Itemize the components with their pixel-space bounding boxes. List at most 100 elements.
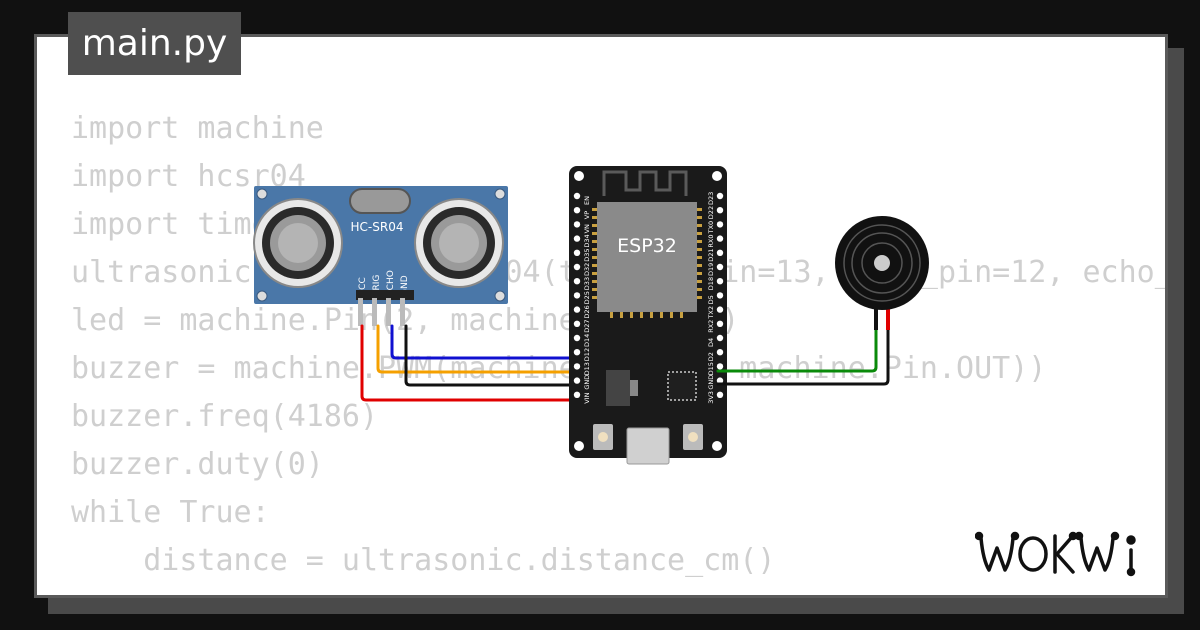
esp32-pin-label: D23 xyxy=(707,192,715,205)
code-line: distance = ultrasonic.distance_cm() xyxy=(71,543,776,578)
esp32-pin-left-d27[interactable] xyxy=(573,320,581,327)
esp32-pin-right-3v3[interactable] xyxy=(716,391,724,398)
esp32-pin-label: D34 xyxy=(583,234,591,247)
esp32-pin-label: D25 xyxy=(583,291,591,304)
mount-hole xyxy=(256,188,268,200)
buzzer-pin-positive xyxy=(886,304,890,330)
esp32-pin-label: EN xyxy=(583,196,591,205)
esp32-pin-label: VN xyxy=(583,224,591,233)
esp32-pin-right-rx2[interactable] xyxy=(716,320,724,327)
wire-echo[interactable] xyxy=(390,324,580,360)
esp32-pin-label: D19 xyxy=(707,263,715,276)
mount-hole xyxy=(494,188,506,200)
esp32-pin-label: D2 xyxy=(707,352,715,361)
sensor-pin-echo[interactable] xyxy=(386,298,391,326)
sensor-label: HC-SR04 xyxy=(351,220,404,234)
code-line: buzzer.duty(0) xyxy=(71,447,324,482)
esp32-pin-right-d4[interactable] xyxy=(716,334,724,342)
wokwi-logo xyxy=(975,531,1136,577)
esp32-pin-label: RX0 xyxy=(707,234,715,247)
pcb-antenna xyxy=(602,170,688,196)
board-label: ESP32 xyxy=(617,235,677,257)
esp32-pin-left-d34[interactable] xyxy=(573,235,581,242)
esp32-pin-right-tx0[interactable] xyxy=(716,221,724,228)
regulator-tab xyxy=(630,380,638,396)
mount-hole xyxy=(574,441,584,451)
esp32-board[interactable]: ESP32 ENVPVND34D35D32D33D25D26D27D14D12D… xyxy=(569,166,727,465)
sensor-pin-gnd[interactable] xyxy=(400,298,405,326)
esp32-left-pin-labels: ENVPVND34D35D32D33D25D26D27D14D12D13GNDV… xyxy=(573,192,591,404)
ultrasonic-sensor[interactable]: HC-SR04 VCC TRIG ECHO GND xyxy=(253,186,508,326)
esp32-pin-label: GND xyxy=(583,375,591,390)
usb-port xyxy=(626,427,670,465)
esp32-pin-label: D22 xyxy=(707,206,715,219)
esp32-pin-label: GND xyxy=(707,375,715,390)
esp32-pin-label: D33 xyxy=(583,277,591,290)
esp32-pin-left-vn[interactable] xyxy=(573,221,581,228)
esp32-pin-label: D27 xyxy=(583,320,591,333)
file-tab[interactable]: main.py xyxy=(68,12,241,75)
esp32-pin-right-d21[interactable] xyxy=(716,249,724,256)
buzzer-ring xyxy=(861,242,903,284)
mount-hole xyxy=(712,171,722,181)
voltage-regulator xyxy=(606,370,630,406)
sensor-pin-vcc[interactable] xyxy=(358,298,363,326)
pin-label-vcc: VCC xyxy=(358,277,368,296)
esp32-pin-right-rx0[interactable] xyxy=(716,235,724,242)
esp32-pin-left-vin[interactable] xyxy=(573,391,581,398)
esp32-pin-left-d35[interactable] xyxy=(573,249,581,256)
module-pads xyxy=(592,208,702,318)
transducer-right xyxy=(414,198,504,288)
esp32-pin-left-d26[interactable] xyxy=(573,306,581,313)
esp32-pin-label: D35 xyxy=(583,249,591,262)
buzzer-ring xyxy=(843,224,921,302)
en-button-cap xyxy=(598,432,608,442)
wire-buzzer-signal[interactable] xyxy=(716,326,878,373)
esp32-pin-right-d18[interactable] xyxy=(716,278,724,285)
wire-buzzer-gnd[interactable] xyxy=(716,326,890,386)
esp32-pin-right-d23[interactable] xyxy=(716,192,724,200)
wire-trig[interactable] xyxy=(376,324,580,374)
esp32-pin-right-tx2[interactable] xyxy=(716,306,724,313)
esp32-pin-left-d13[interactable] xyxy=(573,363,581,370)
boot-button-cap xyxy=(688,432,698,442)
buzzer-wires xyxy=(716,326,890,386)
esp32-pin-label: D32 xyxy=(583,263,591,276)
esp32-pin-left-d25[interactable] xyxy=(573,292,581,299)
buzzer-pin-negative xyxy=(874,304,878,330)
esp32-pin-label: RX2 xyxy=(707,320,715,333)
code-line: while True: xyxy=(71,495,270,530)
esp32-pin-label: D14 xyxy=(583,334,591,347)
esp32-pin-right-d2[interactable] xyxy=(716,349,724,356)
wire-gnd[interactable] xyxy=(404,324,580,387)
esp32-pin-left-d33[interactable] xyxy=(573,278,581,285)
code-line: print('Distance:', distance, 'cm', '|', … xyxy=(71,585,1165,595)
esp32-pin-label: VIN xyxy=(583,392,591,403)
usb-uart-chip xyxy=(667,371,697,401)
esp32-pin-right-d22[interactable] xyxy=(716,207,724,214)
esp32-pin-right-gnd[interactable] xyxy=(716,377,724,384)
esp32-pin-right-d15[interactable] xyxy=(716,363,724,370)
esp32-pin-left-d12[interactable] xyxy=(573,349,581,356)
esp32-pin-left-gnd[interactable] xyxy=(573,377,581,384)
esp32-pin-label: D18 xyxy=(707,277,715,290)
buzzer-ring xyxy=(851,232,913,294)
wire-vcc[interactable] xyxy=(360,324,580,402)
sensor-pin-trig[interactable] xyxy=(372,298,377,326)
pin-label-gnd: GND xyxy=(400,275,410,296)
esp32-pin-label: D21 xyxy=(707,249,715,262)
esp32-pin-left-d14[interactable] xyxy=(573,334,581,342)
esp32-pin-right-d19[interactable] xyxy=(716,263,724,271)
esp32-pin-left-en[interactable] xyxy=(573,192,581,200)
pin-label-echo: ECHO xyxy=(386,270,396,296)
esp32-pin-label: D13 xyxy=(583,362,591,375)
sensor-wires xyxy=(360,324,580,402)
esp32-pin-label: TX2 xyxy=(707,306,715,320)
esp32-pin-label: 3V3 xyxy=(707,391,715,404)
esp32-pin-right-d5[interactable] xyxy=(716,292,724,299)
buzzer-icon[interactable] xyxy=(835,216,929,330)
esp32-pin-left-vp[interactable] xyxy=(573,207,581,214)
esp32-pin-left-d32[interactable] xyxy=(573,263,581,271)
esp32-pin-label: D5 xyxy=(707,295,715,304)
